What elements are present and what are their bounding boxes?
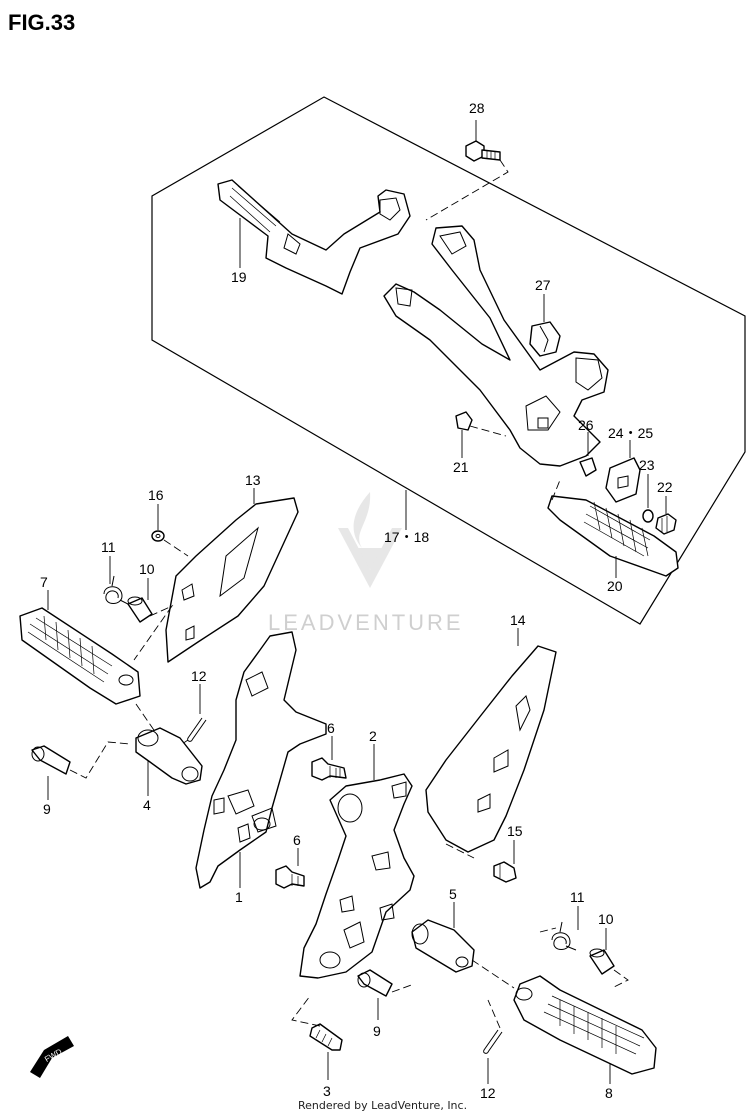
fwd-arrow-icon: FWD	[30, 1036, 74, 1078]
collar-27	[529, 321, 561, 357]
callout-1: 1	[235, 889, 243, 905]
footpeg-7	[19, 607, 141, 705]
figure-title: FIG.33	[8, 10, 75, 35]
callout-6-lower: 6	[293, 832, 301, 848]
callout-20: 20	[607, 578, 623, 594]
bolt-15	[493, 861, 517, 883]
callout-21: 21	[453, 459, 469, 475]
callout-7: 7	[40, 574, 48, 590]
plate-24-25	[605, 457, 641, 503]
callout-14: 14	[510, 612, 526, 628]
cotter-pin-12-rear	[483, 1029, 503, 1054]
pin-9-rear	[357, 969, 393, 997]
pivot-4	[135, 727, 203, 785]
footrest-bracket-1	[195, 631, 327, 889]
assembly-boundary	[151, 96, 746, 625]
callout-3: 3	[323, 1083, 331, 1099]
bushing-10-front	[127, 596, 153, 623]
bolt-6-upper	[311, 757, 347, 781]
callout-11-rear: 11	[570, 889, 585, 905]
bolt-28	[465, 140, 501, 162]
bolt-6-lower	[275, 865, 305, 889]
bolt-21	[455, 411, 473, 431]
watermark-text: LEADVENTURE	[268, 610, 464, 635]
callout-19: 19	[231, 269, 247, 285]
callout-12-rear: 12	[480, 1085, 496, 1101]
pin-26	[579, 457, 597, 477]
footer-credit: Rendered by LeadVenture, Inc.	[298, 1099, 467, 1112]
callout-11-front: 11	[101, 539, 116, 555]
footpeg-8	[513, 975, 657, 1075]
callout-6-upper: 6	[327, 720, 335, 736]
callout-10-rear: 10	[598, 911, 614, 927]
pin-9-front	[31, 745, 71, 775]
callout-9-front: 9	[43, 801, 51, 817]
callout-5: 5	[449, 886, 457, 902]
callout-17-18: 17・18	[384, 529, 429, 545]
heel-guard-13	[165, 497, 299, 663]
callout-27: 27	[535, 277, 551, 293]
callout-8: 8	[605, 1085, 613, 1101]
callout-28: 28	[469, 100, 485, 116]
leadventure-watermark-logo	[338, 492, 402, 588]
callout-22: 22	[657, 479, 673, 495]
bracket-19	[217, 179, 411, 295]
callout-15: 15	[507, 823, 523, 839]
rear-step-bracket-17-18	[383, 225, 609, 467]
spring-11-rear	[551, 921, 577, 951]
callout-23: 23	[639, 457, 655, 473]
callout-26: 26	[578, 417, 594, 433]
cotter-pin-12-front	[187, 717, 207, 742]
callout-9-rear: 9	[373, 1023, 381, 1039]
callout-12-front: 12	[191, 668, 207, 684]
callout-4: 4	[143, 797, 151, 813]
bushing-10-rear	[589, 948, 615, 975]
footrest-bracket-2	[299, 773, 415, 979]
footpeg-20	[547, 479, 679, 577]
callout-10-front: 10	[139, 561, 155, 577]
callout-24-25: 24・25	[608, 425, 653, 441]
callout-2: 2	[369, 728, 377, 744]
washer-16	[151, 530, 165, 542]
callout-16: 16	[148, 487, 164, 503]
spring-11-front	[103, 575, 129, 605]
heel-guard-14	[425, 645, 557, 853]
bolt-3	[309, 1023, 343, 1051]
nut-22	[655, 513, 677, 535]
callout-13: 13	[245, 472, 261, 488]
washer-23	[642, 509, 654, 523]
pivot-5	[411, 919, 475, 973]
